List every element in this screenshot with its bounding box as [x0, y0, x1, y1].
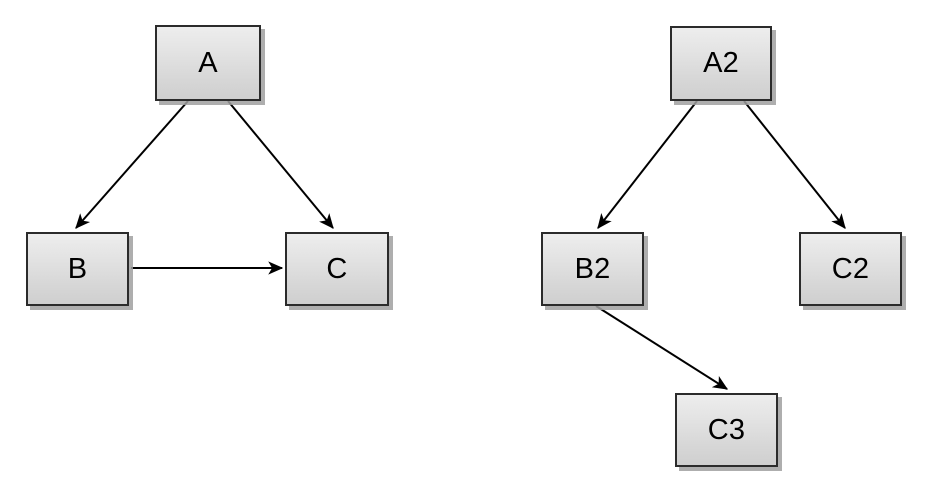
node-b2[interactable]: B2	[541, 232, 644, 306]
node-label-a2: A2	[703, 47, 739, 79]
node-c3[interactable]: C3	[675, 393, 778, 467]
node-c[interactable]: C	[285, 232, 389, 306]
edge-a-to-c[interactable]	[227, 100, 334, 229]
node-label-a: A	[198, 46, 218, 79]
node-label-b2: B2	[574, 252, 611, 285]
node-c2[interactable]: C2	[799, 232, 902, 306]
edge-a2-to-b2[interactable]	[597, 100, 698, 229]
node-a2[interactable]: A2	[670, 26, 772, 101]
node-b[interactable]: B	[26, 232, 129, 306]
edge-a2-to-c2[interactable]	[743, 100, 846, 229]
node-a[interactable]: A	[155, 25, 261, 101]
node-label-b: B	[67, 252, 88, 285]
edge-a-to-b[interactable]	[75, 100, 189, 229]
node-label-c2: C2	[831, 252, 870, 285]
edge-b2-to-c3[interactable]	[595, 305, 729, 390]
node-label-c: C	[326, 252, 348, 285]
node-label-c3: C3	[707, 413, 746, 446]
